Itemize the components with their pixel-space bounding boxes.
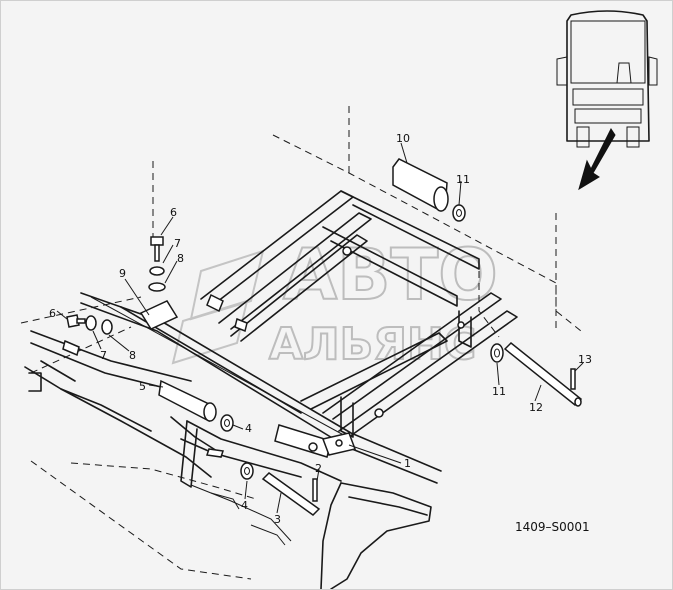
frame-lower	[24, 330, 342, 488]
leader-lines	[56, 142, 584, 514]
callout-13: 13	[578, 353, 592, 366]
part-11-bushing-upper	[452, 204, 466, 222]
watermark-logo-icon	[171, 249, 265, 365]
callout-3: 3	[274, 513, 281, 526]
side-panel	[190, 482, 432, 589]
diagram-code: 1409–S0001	[515, 520, 590, 534]
part-11-bushing-lower	[490, 343, 504, 363]
callout-numbers: 10 11 6 7 8 9 6 7 8 5 4 4 3 2 1 11 12 13	[49, 132, 592, 526]
part-5-roller	[158, 379, 217, 423]
callout-9: 9	[119, 267, 126, 280]
callout-8-left: 8	[129, 349, 136, 362]
part-2-clip	[312, 478, 318, 502]
part-4-bushings	[220, 414, 254, 480]
callout-6-upper: 6	[170, 206, 177, 219]
callout-5: 5	[139, 380, 146, 393]
callout-1: 1	[404, 457, 411, 470]
callout-11-lower: 11	[492, 385, 506, 398]
callout-2: 2	[315, 462, 322, 475]
bus-rear-view-icon	[556, 10, 658, 191]
part-10-roller	[392, 158, 449, 212]
part-3-pin	[261, 472, 321, 516]
watermark-line1: АВТО	[283, 234, 498, 316]
main-rail	[80, 292, 442, 484]
callout-4-upper: 4	[245, 422, 252, 435]
bolt-stack-upper	[139, 236, 179, 330]
callout-4-lower: 4	[241, 499, 248, 512]
callout-11-upper: 11	[456, 173, 470, 186]
callout-7-upper: 7	[174, 237, 181, 250]
callout-6-left: 6	[49, 307, 56, 320]
callout-12: 12	[529, 401, 543, 414]
bolt-stack-left	[62, 314, 113, 357]
part-1-roller-assembly	[274, 424, 357, 458]
callout-7-left: 7	[100, 349, 107, 362]
part-12-pin	[503, 341, 583, 407]
part-13-clip	[570, 368, 576, 390]
callout-10: 10	[396, 132, 410, 145]
callout-8-upper: 8	[177, 252, 184, 265]
